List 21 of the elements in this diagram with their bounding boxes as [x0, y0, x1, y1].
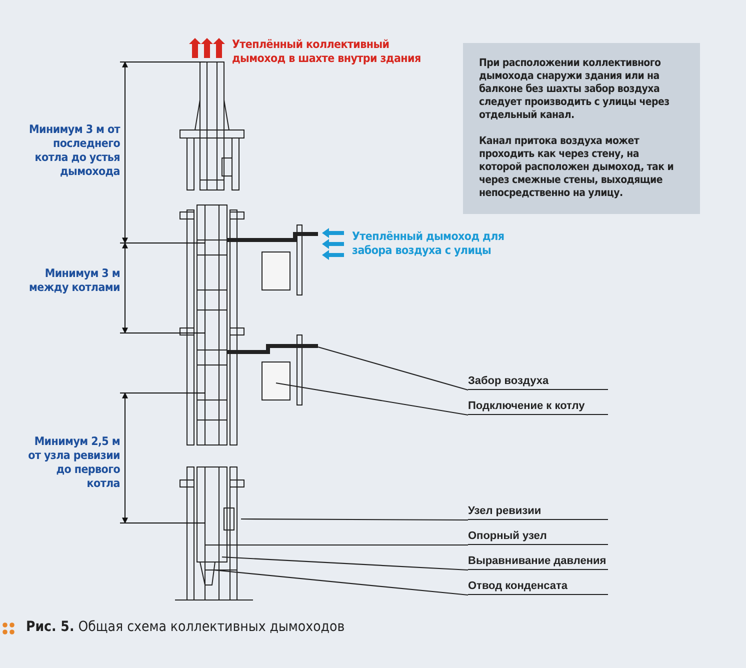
note-text: При расположении коллективного дымохода снаружи здания или на балконе без шахты забор воздуха следует производить с улицы через отдельный канал.: [479, 57, 670, 122]
note-text: Канал притока воздуха может проходить как через стену, на которой расположен дымоход, так и через смежные стены, выходящие непосредственно на улицу.: [479, 135, 675, 200]
dimension-text: Минимум 2,5 м от узла ревизии до первого котла: [27, 434, 120, 490]
dimension-text: Минимум 3 м от последнего котла до устья дымохода: [28, 122, 120, 178]
leader-line: [318, 346, 468, 391]
note-panel: [463, 43, 700, 214]
part-label: Забор воздуха: [468, 375, 608, 390]
callout-text: Утеплённый дымоход для забора воздуха с улицы: [352, 229, 506, 257]
part-label: Подключение к котлу: [468, 400, 608, 415]
dimension-text: Минимум 3 м между котлами: [28, 266, 120, 294]
part-label: Опорный узел: [468, 530, 608, 545]
figure-caption: Рис. 5. Общая схема коллективных дымоходов: [26, 619, 346, 635]
leader-line: [276, 382, 468, 416]
leader-line: [214, 569, 468, 596]
leader-line: [222, 556, 468, 571]
part-label: Узел ревизии: [468, 505, 608, 520]
leader-line: [241, 518, 468, 521]
callout-text: Утеплённый коллективный дымоход в шахте внутри здания: [232, 37, 422, 65]
part-label: Выравнивание давления: [468, 555, 608, 570]
part-label: Отвод конденсата: [468, 580, 608, 595]
leader-line: [205, 544, 468, 546]
